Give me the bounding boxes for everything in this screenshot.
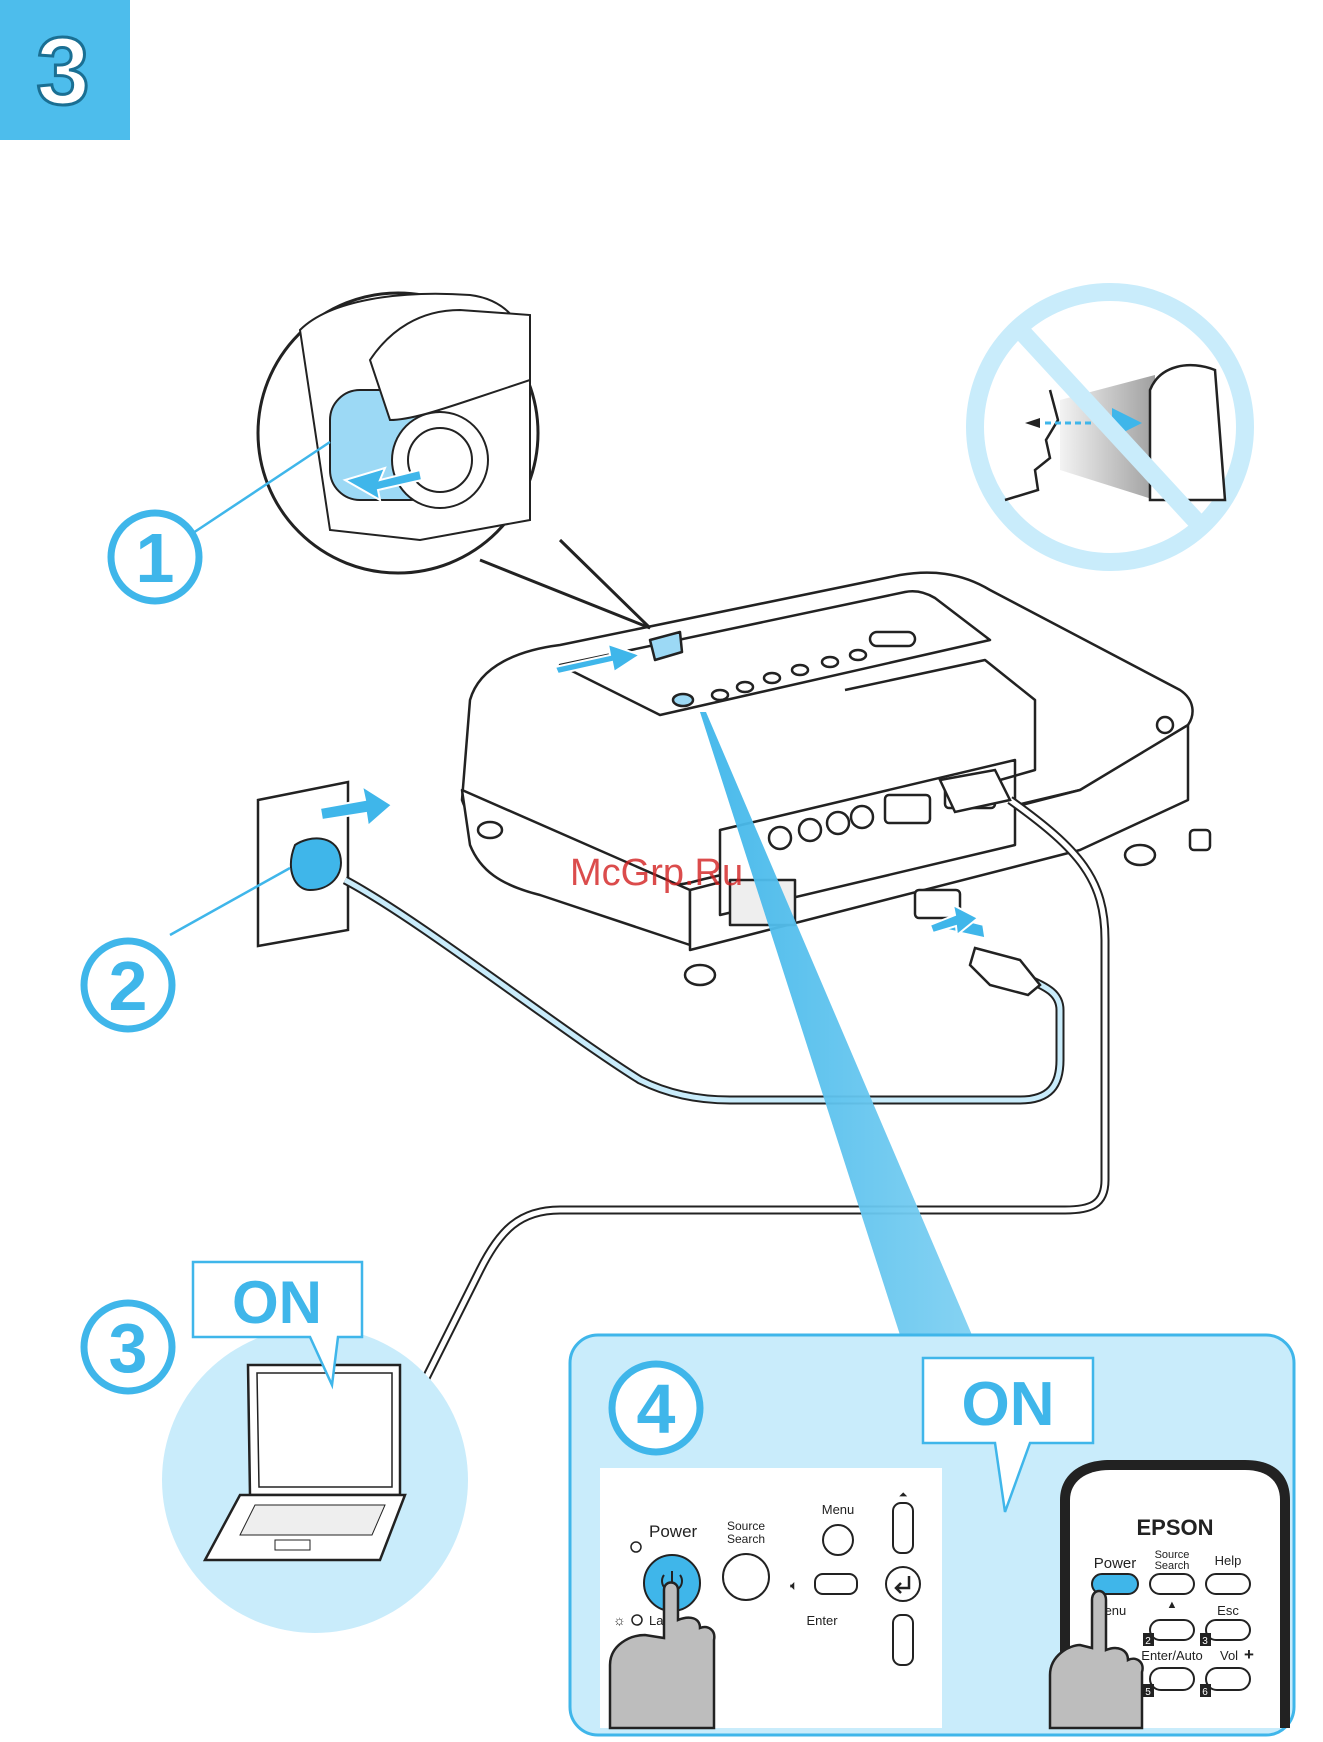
remote-vol-button[interactable] xyxy=(1206,1668,1250,1690)
on-text-panel: ON xyxy=(962,1370,1055,1439)
callout-3: 3 xyxy=(84,1303,172,1391)
source-label-2: Search xyxy=(727,1532,765,1546)
remote-control: EPSON Power Source Search Help Menu ▲ Es… xyxy=(1050,1460,1290,1728)
volume-button[interactable] xyxy=(815,1574,857,1594)
svg-text:▲: ▲ xyxy=(1167,1599,1178,1611)
laptop-group xyxy=(162,1327,468,1633)
menu-button[interactable] xyxy=(823,1525,853,1555)
watermark: McGrp.Ru xyxy=(570,852,743,894)
no-look-warning xyxy=(975,292,1245,562)
step-badge: 3 xyxy=(0,0,130,140)
callout-2: 2 xyxy=(84,941,172,1029)
remote-up-button[interactable] xyxy=(1150,1620,1194,1640)
remote-key-5: 5 xyxy=(1145,1687,1151,1698)
sun-icon: ☼ xyxy=(613,1612,626,1628)
remote-vol-plus: + xyxy=(1244,1645,1254,1664)
remote-key-6: 6 xyxy=(1202,1687,1208,1698)
callout-1: 1 xyxy=(111,513,199,601)
remote-source-label-2: Search xyxy=(1155,1560,1190,1572)
callout-4: 4 xyxy=(612,1364,700,1452)
remote-vol-label: Vol xyxy=(1220,1648,1238,1663)
callout-3-number: 3 xyxy=(109,1309,148,1387)
lens-cover-zoom xyxy=(190,293,650,628)
enter-label: Enter xyxy=(806,1613,838,1628)
remote-esc-label: Esc xyxy=(1217,1603,1239,1618)
callout-4-number: 4 xyxy=(637,1370,676,1448)
enter-button[interactable] xyxy=(886,1567,920,1601)
on-text-laptop: ON xyxy=(232,1269,322,1336)
callout-1-number: 1 xyxy=(136,519,175,597)
remote-enter-label: Enter/Auto xyxy=(1141,1648,1202,1663)
remote-source-button[interactable] xyxy=(1150,1574,1194,1594)
menu-label: Menu xyxy=(822,1502,855,1517)
keystone-up-button[interactable] xyxy=(893,1503,913,1553)
remote-power-label: Power xyxy=(1094,1555,1137,1572)
speaker-icon: 🔈︎ xyxy=(790,1577,798,1593)
source-label-1: Source xyxy=(727,1519,765,1533)
projector xyxy=(462,573,1210,985)
remote-key-3: 3 xyxy=(1202,1636,1208,1647)
remote-help-label: Help xyxy=(1215,1553,1242,1568)
power-label: Power xyxy=(649,1522,698,1541)
wall-outlet xyxy=(170,782,392,946)
projector-control-panel: Power Source Search Menu ⏶ 🔈︎ Enter xyxy=(600,1468,942,1728)
keystone-down-button[interactable] xyxy=(893,1615,913,1665)
callout-2-number: 2 xyxy=(109,947,148,1025)
source-search-button[interactable] xyxy=(723,1554,769,1600)
panel-4: 4 ON Power Source Search Menu xyxy=(570,1335,1294,1735)
step-number: 3 xyxy=(36,18,89,125)
remote-enter-button[interactable] xyxy=(1150,1668,1194,1690)
remote-brand: EPSON xyxy=(1136,1515,1213,1540)
remote-esc-button[interactable] xyxy=(1206,1620,1250,1640)
remote-help-button[interactable] xyxy=(1206,1574,1250,1594)
svg-text:⏶: ⏶ xyxy=(899,1489,908,1501)
remote-key-2: 2 xyxy=(1145,1636,1151,1647)
